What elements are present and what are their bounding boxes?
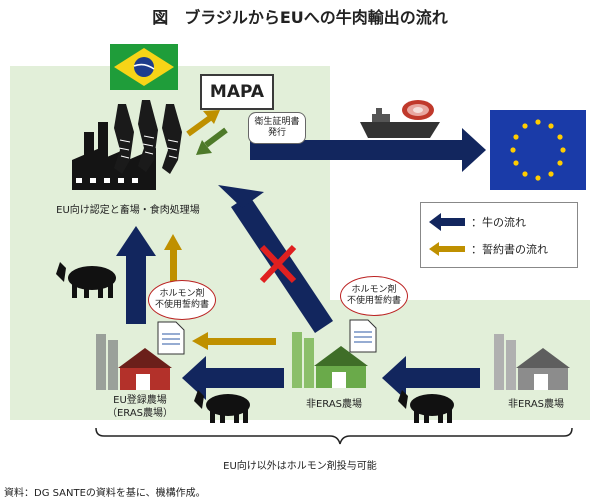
hormone-pledge-bubble-left: ホルモン剤 不使用誓約書 <box>148 280 216 320</box>
document-icon <box>157 321 185 355</box>
certificate-bubble: 衛生証明書 発行 <box>248 112 306 144</box>
source-note: 資料：DG SANTEの資料を基に、機構作成。 <box>4 488 206 499</box>
cow-icon <box>398 390 454 423</box>
red-cross-icon <box>259 244 297 284</box>
legend-pledge-label: ：誓約書の流れ <box>471 243 548 256</box>
certificate-line-2: 発行 <box>267 128 286 138</box>
export-arrow <box>250 128 486 172</box>
legend-cattle-row: ：牛の流れ <box>429 213 526 231</box>
meat-icon <box>402 100 434 120</box>
navy-arrow-icon <box>429 213 465 231</box>
eras-farm-label-line-1: EU登録農場 <box>113 395 167 406</box>
eras-farm-label: EU登録農場 （ERAS農場） <box>90 394 190 420</box>
eu-flag-icon <box>490 110 586 190</box>
non-eras-farm-barn-icon <box>494 334 570 390</box>
factory-icon <box>72 122 156 190</box>
non-eras-farm-barn-icon <box>292 332 368 388</box>
non-eras-farm-label-middle: 非ERAS農場 <box>305 399 363 410</box>
pledge-left-arrow <box>192 332 276 350</box>
legend-cattle-label: ：牛の流れ <box>471 216 526 229</box>
pledge-to-mapa-arrow <box>186 110 220 137</box>
pledge-up-arrow <box>164 234 182 288</box>
non-eras-farm-label-right: 非ERAS農場 <box>507 399 565 410</box>
cow-icon <box>56 262 116 298</box>
right-to-middle-arrow <box>382 356 480 400</box>
slaughterhouse-label: EU向け認定と畜場・食肉処理場 <box>56 205 200 216</box>
page-title: 図 ブラジルからEUへの牛肉輸出の流れ <box>152 8 448 27</box>
hormone-bubble-line-2: 不使用誓約書 <box>346 296 401 306</box>
mapa-box: MAPA <box>200 74 274 110</box>
document-icon <box>349 319 377 353</box>
legend: ：牛の流れ ：誓約書の流れ <box>420 202 578 268</box>
cow-icon <box>194 390 250 423</box>
certificate-issue-arrow <box>196 127 228 155</box>
middle-to-eras-arrow <box>182 356 284 400</box>
hormone-bubble-line-1: ホルモン剤 <box>159 289 205 299</box>
beef-carcass-icon <box>114 100 182 174</box>
bracket-note: EU向け以外はホルモン剤投与可能 <box>223 461 377 472</box>
eras-to-slaughter-arrow <box>116 226 156 324</box>
brazil-flag-icon <box>110 44 178 90</box>
eras-farm-barn-icon <box>96 334 172 390</box>
certificate-line-1: 衛生証明書 <box>254 117 300 127</box>
eras-farm-label-line-2: （ERAS農場） <box>106 408 174 419</box>
hormone-pledge-bubble-right: ホルモン剤 不使用誓約書 <box>340 276 408 316</box>
cargo-ship-icon <box>360 108 440 138</box>
hormone-bubble-line-1: ホルモン剤 <box>351 285 397 295</box>
hormone-bubble-line-2: 不使用誓約書 <box>154 300 209 310</box>
bracket <box>95 427 573 445</box>
legend-pledge-row: ：誓約書の流れ <box>429 241 548 257</box>
gold-arrow-icon <box>429 242 465 256</box>
